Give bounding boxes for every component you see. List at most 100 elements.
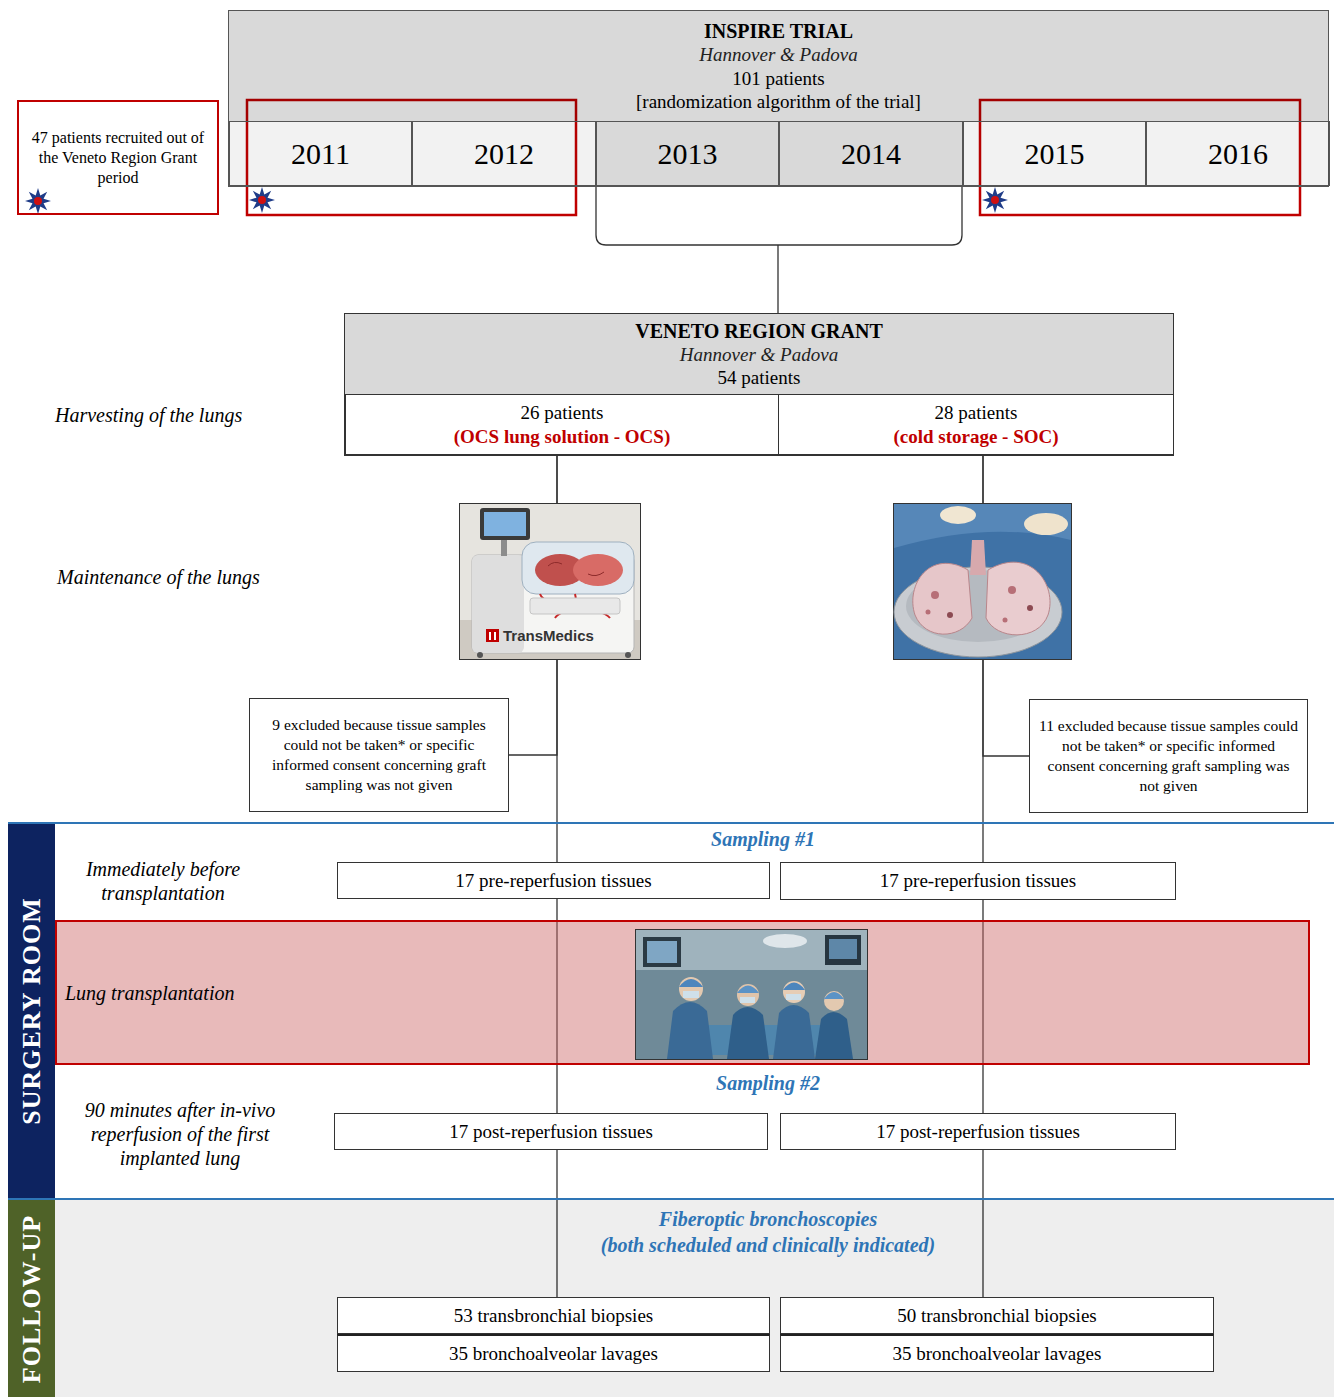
- ocs-device-photo: [573, 554, 623, 586]
- surgery-photo: [740, 997, 755, 1003]
- trial-box: INSPIRE TRIALHannover & Padova101 patien…: [228, 10, 1329, 187]
- result-box: 53 transbronchial biopsies: [337, 1297, 770, 1334]
- result-box: 50 transbronchial biopsies: [780, 1297, 1214, 1334]
- node-text: Hannover & Padova: [699, 43, 857, 66]
- year-cell: 2012: [412, 121, 596, 186]
- cold-storage-photo: [1024, 513, 1068, 535]
- side-bar: SURGERY ROOM: [8, 824, 55, 1198]
- node-text: 54 patients: [718, 366, 801, 389]
- surgery-photo: [825, 935, 861, 965]
- node-header: INSPIRE TRIALHannover & Padova101 patien…: [229, 11, 1328, 121]
- node-title: 9 excluded because tissue samples could …: [258, 715, 500, 794]
- node-title: 2014: [841, 136, 901, 172]
- node-header: VENETO REGION GRANTHannover & Padova54 p…: [345, 314, 1173, 394]
- year-cell: 2014: [779, 121, 963, 186]
- cold-storage-photo: [1027, 605, 1033, 611]
- node-title: 35 bronchoalveolar lavages: [893, 1342, 1102, 1365]
- exclusion-box: 11 excluded because tissue samples could…: [1029, 699, 1308, 813]
- node-title: 2011: [291, 136, 350, 172]
- node-text: [randomization algorithm of the trial]: [636, 90, 921, 113]
- node-title: Lung transplantation: [65, 981, 234, 1005]
- node-title: 2016: [1208, 136, 1268, 172]
- cold-storage-photo: [894, 504, 1072, 660]
- cold-storage-photo: [940, 506, 976, 524]
- arm-box: 28 patients(cold storage - SOC): [778, 394, 1174, 455]
- star-symbol: [249, 187, 275, 213]
- surgery-photo: [679, 979, 703, 987]
- star-symbol: [25, 187, 1008, 214]
- node-title: 50 transbronchial biopsies: [897, 1304, 1096, 1327]
- ocs-device-photo: [460, 504, 641, 660]
- cold-storage-photo: [947, 612, 953, 618]
- result-box: 35 bronchoalveolar lavages: [337, 1334, 770, 1372]
- arm-box: 26 patients(OCS lung solution - OCS): [345, 394, 779, 455]
- node-text: (cold storage - SOC): [893, 425, 1058, 448]
- sample-box: 17 pre-reperfusion tissues: [780, 862, 1176, 900]
- ocs-device-photo: [494, 632, 496, 640]
- surgery-photo: [737, 984, 759, 1006]
- ocs-device-photo: [522, 542, 634, 594]
- node-title: 28 patients: [935, 401, 1018, 424]
- brand-label: TransMedics: [503, 627, 628, 645]
- grant-box: VENETO REGION GRANTHannover & Padova54 p…: [344, 313, 1174, 456]
- node-title: 17 post-reperfusion tissues: [876, 1120, 1080, 1143]
- surgery-photo: [636, 930, 868, 1060]
- side-bar: FOLLOW-UP: [8, 1200, 55, 1397]
- ocs-device-photo: [489, 632, 491, 640]
- node-title: INSPIRE TRIAL: [704, 19, 853, 43]
- band-title: SURGERY ROOM: [19, 897, 45, 1125]
- connector: [596, 187, 962, 313]
- node-text: Hannover & Padova: [680, 343, 838, 366]
- result-box: 35 bronchoalveolar lavages: [780, 1334, 1214, 1372]
- sample-box: 17 post-reperfusion tissues: [780, 1113, 1176, 1150]
- surgery-photo: [647, 941, 677, 963]
- ocs-device-photo: [486, 629, 499, 642]
- star-symbol: [25, 188, 51, 214]
- row-label: Maintenance of the lungs: [57, 565, 317, 589]
- star-symbol: [991, 196, 999, 204]
- ocs-device-photo: [477, 652, 483, 658]
- node-title: 2013: [658, 136, 718, 172]
- cold-storage-photo: [894, 504, 1072, 660]
- surgery-photo: [829, 939, 857, 959]
- star-symbol: [258, 196, 266, 204]
- cold-storage-photo: [931, 591, 939, 599]
- node-title: 35 bronchoalveolar lavages: [449, 1342, 658, 1365]
- surgery-photo: [635, 929, 868, 1060]
- transplant-band: Lung transplantation: [55, 920, 1310, 1065]
- section-label: (both scheduled and clinically indicated…: [558, 1233, 978, 1257]
- ocs-device-photo: [530, 598, 620, 614]
- ocs-device-photo: [548, 562, 604, 575]
- surgery-photo: [667, 1002, 713, 1059]
- surgery-photo: [824, 991, 844, 1011]
- surgery-photo: [679, 977, 703, 1001]
- year-cell: 2015: [963, 121, 1146, 186]
- section-label: Sampling #1: [613, 827, 913, 851]
- section-label: Fiberoptic bronchoscopies: [558, 1207, 978, 1231]
- cold-storage-photo: [1008, 586, 1016, 594]
- surgery-photo: [815, 1012, 853, 1059]
- node-title: 26 patients: [521, 401, 604, 424]
- section-label: Sampling #2: [618, 1071, 918, 1095]
- note-box: 47 patients recruited out of the Veneto …: [17, 100, 219, 215]
- year-cell: 2011: [229, 121, 412, 186]
- exclusion-box: 9 excluded because tissue samples could …: [249, 698, 509, 812]
- surgery-photo: [783, 981, 805, 1003]
- surgery-photo: [783, 983, 805, 991]
- node-title: 2015: [1025, 136, 1085, 172]
- node-title: 17 pre-reperfusion tissues: [455, 869, 651, 892]
- node-title: 17 post-reperfusion tissues: [449, 1120, 653, 1143]
- star-symbol: [34, 197, 42, 205]
- sample-box: 17 pre-reperfusion tissues: [337, 862, 770, 899]
- ocs-device-photo: [480, 508, 530, 540]
- row-label: Immediately before transplantation: [63, 857, 263, 905]
- ocs-device-photo: [472, 555, 634, 653]
- band-title: FOLLOW-UP: [19, 1214, 45, 1382]
- surgery-photo: [824, 992, 844, 999]
- surgery-photo: [683, 991, 699, 998]
- node-text: (OCS lung solution - OCS): [454, 425, 670, 448]
- node-title: 47 patients recruited out of the Veneto …: [27, 128, 209, 188]
- ocs-device-photo: [460, 504, 641, 660]
- row-label: Harvesting of the lungs: [55, 403, 315, 427]
